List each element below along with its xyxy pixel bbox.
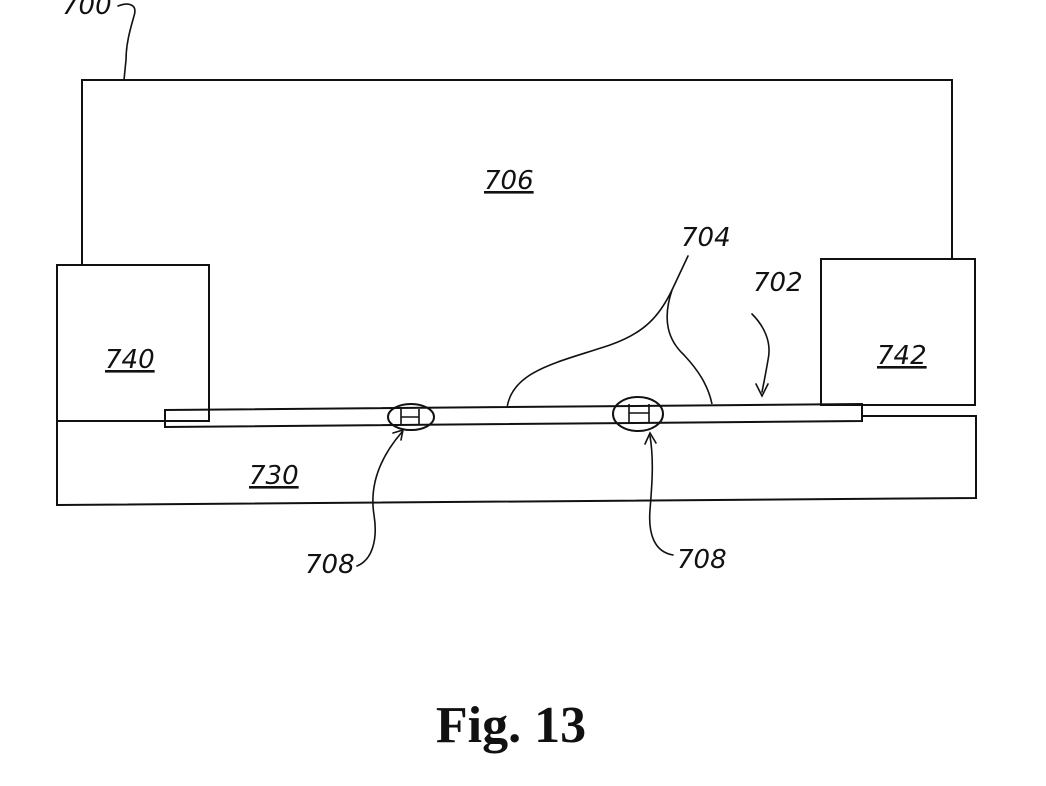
joint-708-right-ellipse bbox=[613, 397, 663, 431]
substrate-730 bbox=[57, 416, 976, 505]
label-708-right: 708 bbox=[677, 545, 727, 575]
figure-caption: Fig. 13 bbox=[436, 697, 586, 754]
label-730: 730 bbox=[249, 461, 299, 491]
label-702: 702 bbox=[753, 268, 803, 298]
joint-708-left-detail bbox=[401, 409, 419, 425]
leader-708-left bbox=[357, 432, 402, 566]
label-740: 740 bbox=[105, 345, 155, 375]
leader-700 bbox=[118, 4, 135, 80]
label-706: 706 bbox=[484, 166, 534, 196]
left-block-740 bbox=[57, 265, 209, 421]
layer-702-strip bbox=[165, 404, 862, 427]
feature-704-left-curve bbox=[507, 290, 672, 408]
right-block-742 bbox=[821, 259, 975, 405]
leader-702 bbox=[752, 314, 769, 392]
label-704: 704 bbox=[681, 223, 731, 253]
leader-708-right bbox=[650, 436, 673, 555]
label-742: 742 bbox=[877, 341, 927, 371]
feature-704-right-curve bbox=[667, 290, 712, 404]
feature-704-leader bbox=[672, 256, 688, 290]
label-700: 700 bbox=[62, 0, 112, 21]
label-708-left: 708 bbox=[305, 550, 355, 580]
